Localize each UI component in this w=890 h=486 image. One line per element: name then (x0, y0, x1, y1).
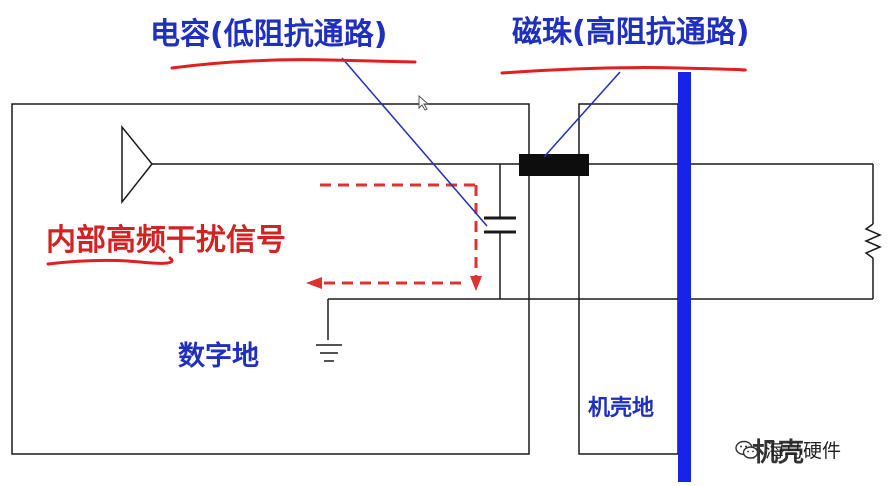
watermark-text: 海马硬件 (765, 440, 842, 462)
wechat-icon (735, 440, 759, 459)
noise-arrowhead-down (470, 276, 482, 291)
signal-source-triangle (121, 124, 153, 205)
chassis-partial-label: 机壳 (752, 438, 805, 468)
watermark: 海马硬件 (735, 436, 841, 463)
ferrite-bead (519, 154, 589, 176)
capacitor-label-underline (170, 58, 417, 70)
bead-pointer-line (543, 71, 621, 158)
bead-label-underline (500, 66, 747, 75)
noise-arrowhead-left (306, 277, 322, 289)
load-resistor (864, 223, 882, 259)
digital-ground-label: 数字地 (178, 341, 259, 372)
chassis-ground-bar (678, 72, 691, 482)
device-board-outline (11, 103, 530, 455)
ferrite-bead-label: 磁珠(高阻抗通路) (512, 15, 750, 50)
noise-label-underline (46, 256, 174, 266)
capacitor-label: 电容(低阻抗通路) (150, 17, 388, 52)
capacitor-pointer-line (341, 57, 488, 227)
mouse-cursor-icon (418, 94, 430, 111)
internal-noise-label: 内部高频干扰信号 (46, 223, 286, 258)
chassis-ground-label: 机壳地 (588, 396, 655, 421)
